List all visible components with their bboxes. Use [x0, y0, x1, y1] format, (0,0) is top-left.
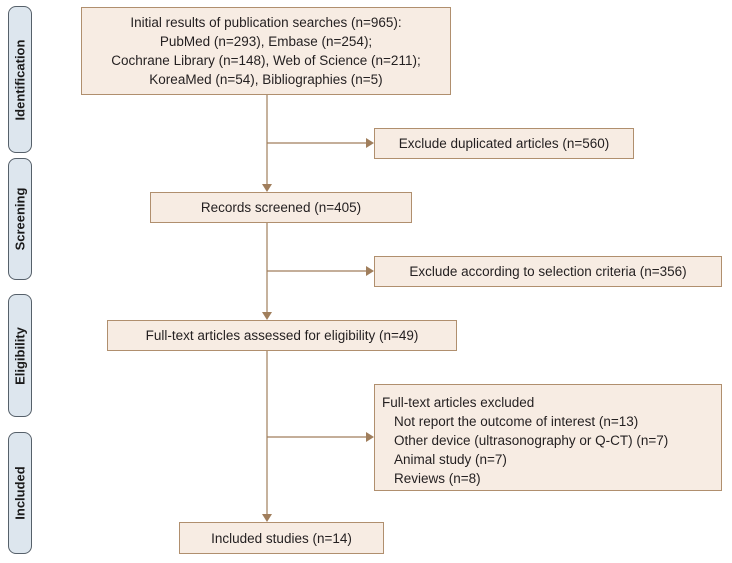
- initial-results-line-2: PubMed (n=293), Embase (n=254);: [159, 34, 373, 49]
- initial-results-line-4: KoreaMed (n=54), Bibliographies (n=5): [149, 72, 383, 87]
- arrowhead-fulltext: [262, 312, 272, 320]
- stage-included: Included: [8, 432, 32, 554]
- excluded-reason: Other device (ultrasonography or Q-CT) (…: [394, 433, 669, 448]
- initial-results-line-1: Initial results of publication searches …: [130, 15, 402, 30]
- arrowhead-excluded: [366, 432, 374, 442]
- excluded-reason: Animal study (n=7): [394, 452, 507, 467]
- arrowhead-criteria: [366, 266, 374, 276]
- records-screened-box: Records screened (n=405): [150, 192, 412, 223]
- fulltext-excluded-title: Full-text articles excluded: [382, 395, 535, 410]
- included-studies-text: Included studies (n=14): [211, 530, 352, 546]
- arrowhead-screened: [262, 184, 272, 192]
- fulltext-assessed-text: Full-text articles assessed for eligibil…: [145, 328, 419, 343]
- included-studies-box: Included studies (n=14): [179, 522, 384, 554]
- criteria-exclusion-box: Exclude according to selection criteria …: [374, 256, 722, 287]
- duplicates-text: Exclude duplicated articles (n=560): [398, 136, 610, 151]
- arrowhead-included: [262, 514, 272, 522]
- initial-results-line-3: Cochrane Library (n=148), Web of Science…: [111, 53, 421, 68]
- initial-results-box: Initial results of publication searches …: [81, 7, 451, 95]
- fulltext-assessed-box: Full-text articles assessed for eligibil…: [107, 320, 457, 351]
- duplicates-box: Exclude duplicated articles (n=560): [374, 128, 634, 159]
- criteria-exclusion-text: Exclude according to selection criteria …: [409, 264, 687, 279]
- records-screened-text: Records screened (n=405): [200, 200, 362, 215]
- arrowhead-dup: [366, 138, 374, 148]
- excluded-reason: Not report the outcome of interest (n=13…: [394, 414, 639, 429]
- stage-identification: Identification: [8, 6, 32, 153]
- stage-screening: Screening: [8, 158, 32, 280]
- excluded-reason: Reviews (n=8): [394, 471, 481, 486]
- stage-eligibility: Eligibility: [8, 294, 32, 417]
- fulltext-excluded-box: Full-text articles excluded Not report t…: [374, 384, 722, 491]
